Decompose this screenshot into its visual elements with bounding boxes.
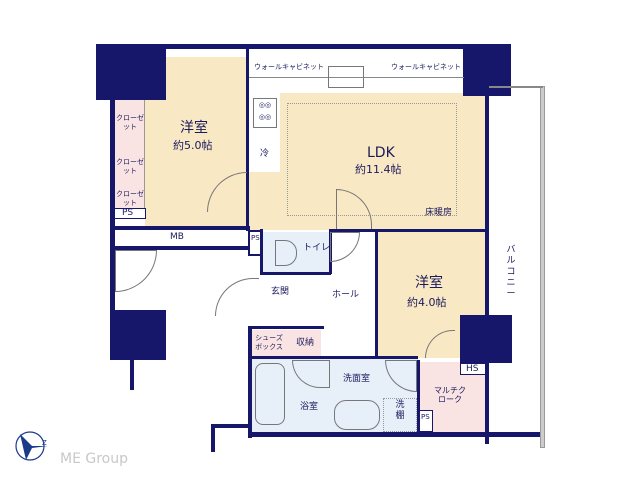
bathtub-icon [255, 363, 285, 425]
ldk-size: 約11.4帖 [355, 163, 402, 176]
wall-western2-left [375, 229, 378, 359]
wall-ldk-right [485, 96, 489, 436]
shoe-box-label: シューズボックス [255, 334, 283, 351]
pillar-top-left [96, 44, 166, 100]
closet-label-2: クローゼット [116, 158, 144, 175]
wall-top [112, 44, 464, 49]
bathroom-label: 浴室 [300, 402, 319, 412]
ldk-room [280, 93, 488, 230]
door-mb-area[interactable] [115, 250, 157, 292]
wall-left-stub [130, 358, 134, 390]
svg-text:Z: Z [42, 439, 47, 447]
washbasin-icon [334, 400, 380, 430]
wall-toilet-bottom [260, 272, 331, 275]
door-entrance[interactable] [215, 278, 259, 316]
hall-label: ホール [332, 290, 360, 300]
toilet-label: トイレ [303, 243, 331, 253]
door-toilet[interactable] [330, 232, 360, 262]
entrance-label: 玄関 [271, 287, 290, 297]
mb-label: MB [170, 232, 184, 242]
pillar-right-lower [460, 315, 512, 363]
ps-label-2: PS [251, 234, 260, 242]
wash-shelf-label: 洗棚 [395, 400, 405, 421]
hs-box [460, 363, 486, 375]
toilet-bowl-icon [275, 240, 297, 266]
storage-label: 収納 [296, 338, 315, 348]
ps-label-1: PS [122, 208, 134, 218]
closet-label-3: クローゼット [116, 190, 144, 207]
wall-cabinet-label-2: ウォールキャビネット [391, 63, 461, 71]
ldk-floor-heating-area [287, 103, 457, 216]
ps-box-2 [248, 230, 262, 256]
logo-text: ME Group [60, 451, 128, 467]
wall-mb-bottom [110, 246, 250, 250]
washroom-label: 洗面室 [343, 374, 371, 384]
balcony-rail [540, 86, 545, 448]
balcony-label: バルコニー [506, 245, 516, 299]
closet-label-1: クローゼット [116, 114, 144, 131]
wall-bottom-box-left [211, 424, 215, 452]
floor-heating-label: 床暖房 [425, 208, 453, 218]
wall-western-bottom [110, 226, 250, 230]
closet-area [115, 100, 145, 209]
ps-label-3: PS [421, 413, 430, 421]
pillar-top-right [463, 44, 511, 96]
ldk-name: LDK [367, 145, 395, 161]
western-room-2-name: 洋室 [415, 275, 443, 291]
western-room-1-name: 洋室 [180, 120, 208, 136]
wall-ldk-bottom [330, 229, 488, 232]
cabinet-line [249, 77, 464, 78]
wash-shelf [383, 398, 417, 432]
wall-wet-left [248, 326, 252, 438]
wall-multi-left [417, 360, 420, 434]
stove-icon: ◎◎◎◎ [253, 98, 277, 128]
sink-icon [328, 66, 364, 88]
balcony-top [489, 86, 543, 88]
ps-box-1 [114, 208, 146, 219]
ps-box-3 [419, 410, 433, 432]
multi-closet-label: マルチクローク [434, 386, 466, 404]
western-room-2-size: 約4.0帖 [407, 296, 447, 309]
wall-wet-top [248, 356, 418, 359]
hs-label: HS [466, 364, 479, 374]
shoe-box [251, 330, 321, 357]
ldk-lower-left [249, 172, 281, 230]
wall-bottom-right-stub [485, 432, 489, 444]
logo-crane-icon: Z [15, 431, 48, 461]
wall-bottom-box [211, 424, 251, 428]
pillar-left-lower [110, 310, 166, 360]
wall-bottom [248, 432, 545, 437]
wall-mid-vertical [246, 49, 249, 231]
wall-shoe-top [248, 326, 324, 329]
fridge-label: 冷 [260, 149, 270, 159]
wall-cabinet-label-1: ウォールキャビネット [254, 63, 324, 71]
western-room-1-size: 約5.0帖 [173, 139, 213, 152]
